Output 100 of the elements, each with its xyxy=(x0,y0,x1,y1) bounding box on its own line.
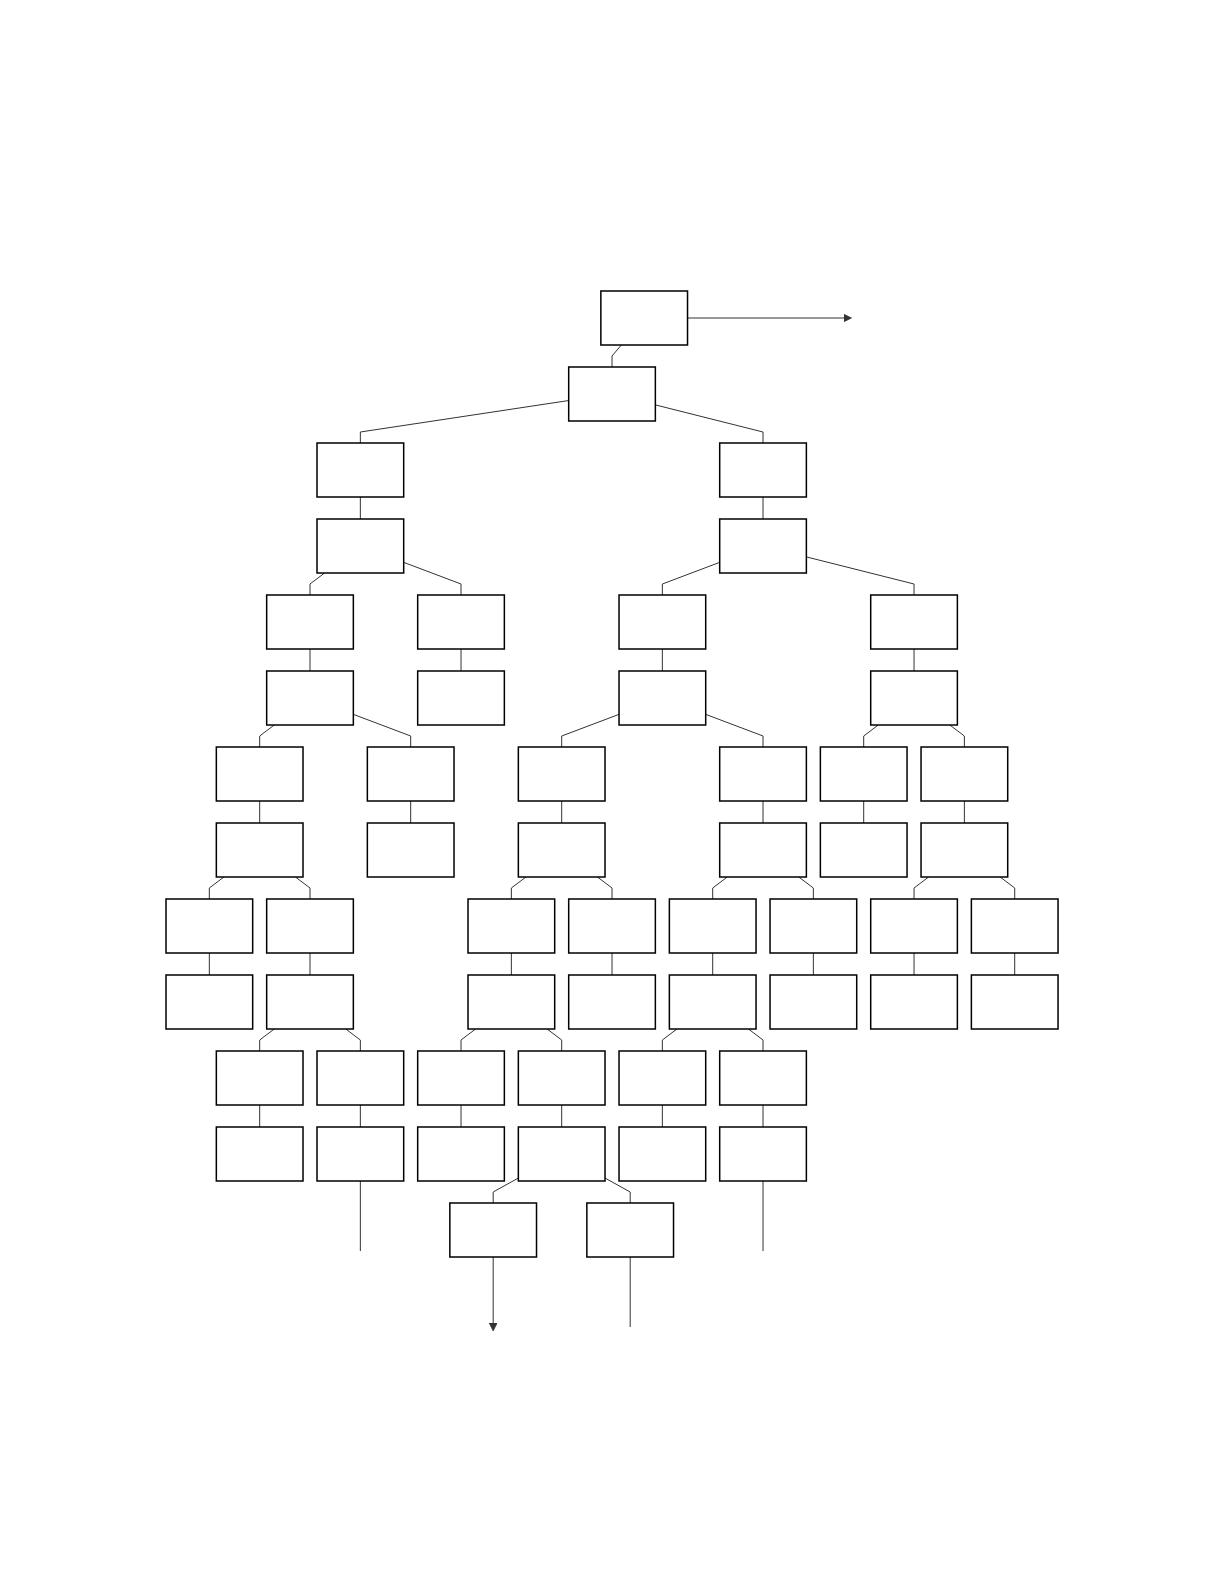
empty-box xyxy=(718,518,808,574)
connector-line xyxy=(661,1028,678,1052)
connector-line xyxy=(747,1028,764,1052)
connector-line xyxy=(259,724,275,748)
connector-line xyxy=(812,952,814,976)
empty-box xyxy=(215,822,304,878)
empty-box xyxy=(618,1126,707,1182)
connector-line xyxy=(460,648,462,672)
empty-box xyxy=(920,822,1009,878)
connector-line xyxy=(611,952,613,976)
connector-line xyxy=(705,713,764,748)
empty-box xyxy=(467,898,556,954)
empty-box xyxy=(215,746,304,802)
connector-line xyxy=(661,648,663,672)
connector-line xyxy=(510,952,512,976)
connector-line xyxy=(762,1180,764,1252)
connector-line xyxy=(309,952,311,976)
connector-line xyxy=(546,1028,563,1052)
empty-box xyxy=(215,1126,304,1182)
connector-line xyxy=(259,1028,275,1052)
empty-box xyxy=(819,822,908,878)
empty-box xyxy=(718,442,808,498)
connector-line xyxy=(762,1104,764,1128)
empty-box xyxy=(869,898,959,954)
connector-line xyxy=(259,1104,261,1128)
empty-box xyxy=(366,822,455,878)
empty-box xyxy=(586,1202,675,1258)
empty-box xyxy=(567,898,657,954)
empty-box xyxy=(718,1126,808,1182)
empty-box xyxy=(316,518,405,574)
connector-line xyxy=(604,1177,631,1204)
arrow xyxy=(488,1256,498,1332)
empty-box xyxy=(718,1050,808,1106)
empty-box xyxy=(618,1050,707,1106)
connector-line xyxy=(963,800,965,824)
empty-box xyxy=(416,594,506,650)
empty-box xyxy=(165,974,254,1030)
connector-line xyxy=(712,876,728,900)
connector-line xyxy=(492,1177,519,1204)
connector-line xyxy=(259,800,261,824)
empty-box xyxy=(718,822,808,878)
empty-box xyxy=(265,594,355,650)
connector-line xyxy=(762,496,764,520)
empty-box xyxy=(769,974,858,1030)
empty-box xyxy=(567,974,657,1030)
arrow xyxy=(687,313,852,323)
connector-line xyxy=(359,1104,361,1128)
connector-line xyxy=(359,1180,361,1252)
connector-line xyxy=(863,800,865,824)
empty-box xyxy=(869,974,959,1030)
empty-box xyxy=(718,746,808,802)
empty-box xyxy=(869,670,959,726)
empty-box xyxy=(517,1050,606,1106)
empty-box xyxy=(600,290,689,346)
empty-box xyxy=(618,670,707,726)
connector-line xyxy=(208,876,225,900)
connector-line xyxy=(309,572,326,596)
empty-box xyxy=(265,670,355,726)
empty-box xyxy=(668,898,757,954)
empty-box xyxy=(265,898,355,954)
empty-box xyxy=(517,822,606,878)
connector-line xyxy=(309,648,311,672)
empty-box xyxy=(316,442,405,498)
empty-box xyxy=(668,974,757,1030)
connector-line xyxy=(359,496,361,520)
empty-box xyxy=(567,366,657,422)
connector-line xyxy=(208,952,210,976)
connector-line xyxy=(712,952,714,976)
connector-line xyxy=(561,1104,563,1128)
connector-line xyxy=(863,724,879,748)
connector-line xyxy=(460,1104,462,1128)
empty-box xyxy=(970,974,1059,1030)
empty-box xyxy=(869,594,959,650)
empty-box xyxy=(449,1202,538,1258)
connector-line xyxy=(913,952,915,976)
connector-line xyxy=(661,1104,663,1128)
connector-line xyxy=(611,344,622,368)
connector-line xyxy=(913,648,915,672)
empty-box xyxy=(769,898,858,954)
empty-box xyxy=(920,746,1009,802)
connector-line xyxy=(510,876,527,900)
connector-line xyxy=(1014,952,1016,976)
empty-box xyxy=(517,1126,606,1182)
empty-box xyxy=(618,594,707,650)
connector-line xyxy=(913,876,930,900)
connector-line xyxy=(561,800,563,824)
connector-line xyxy=(762,800,764,824)
connector-line xyxy=(949,724,965,748)
connector-line xyxy=(345,1028,361,1052)
empty-box xyxy=(416,1126,506,1182)
connector-line xyxy=(596,876,613,900)
connector-line xyxy=(294,876,311,900)
empty-box xyxy=(165,898,254,954)
empty-box xyxy=(970,898,1059,954)
empty-box xyxy=(265,974,355,1030)
empty-box xyxy=(366,746,455,802)
empty-box xyxy=(467,974,556,1030)
empty-box xyxy=(517,746,606,802)
connector-line xyxy=(798,876,814,900)
empty-box xyxy=(316,1050,405,1106)
